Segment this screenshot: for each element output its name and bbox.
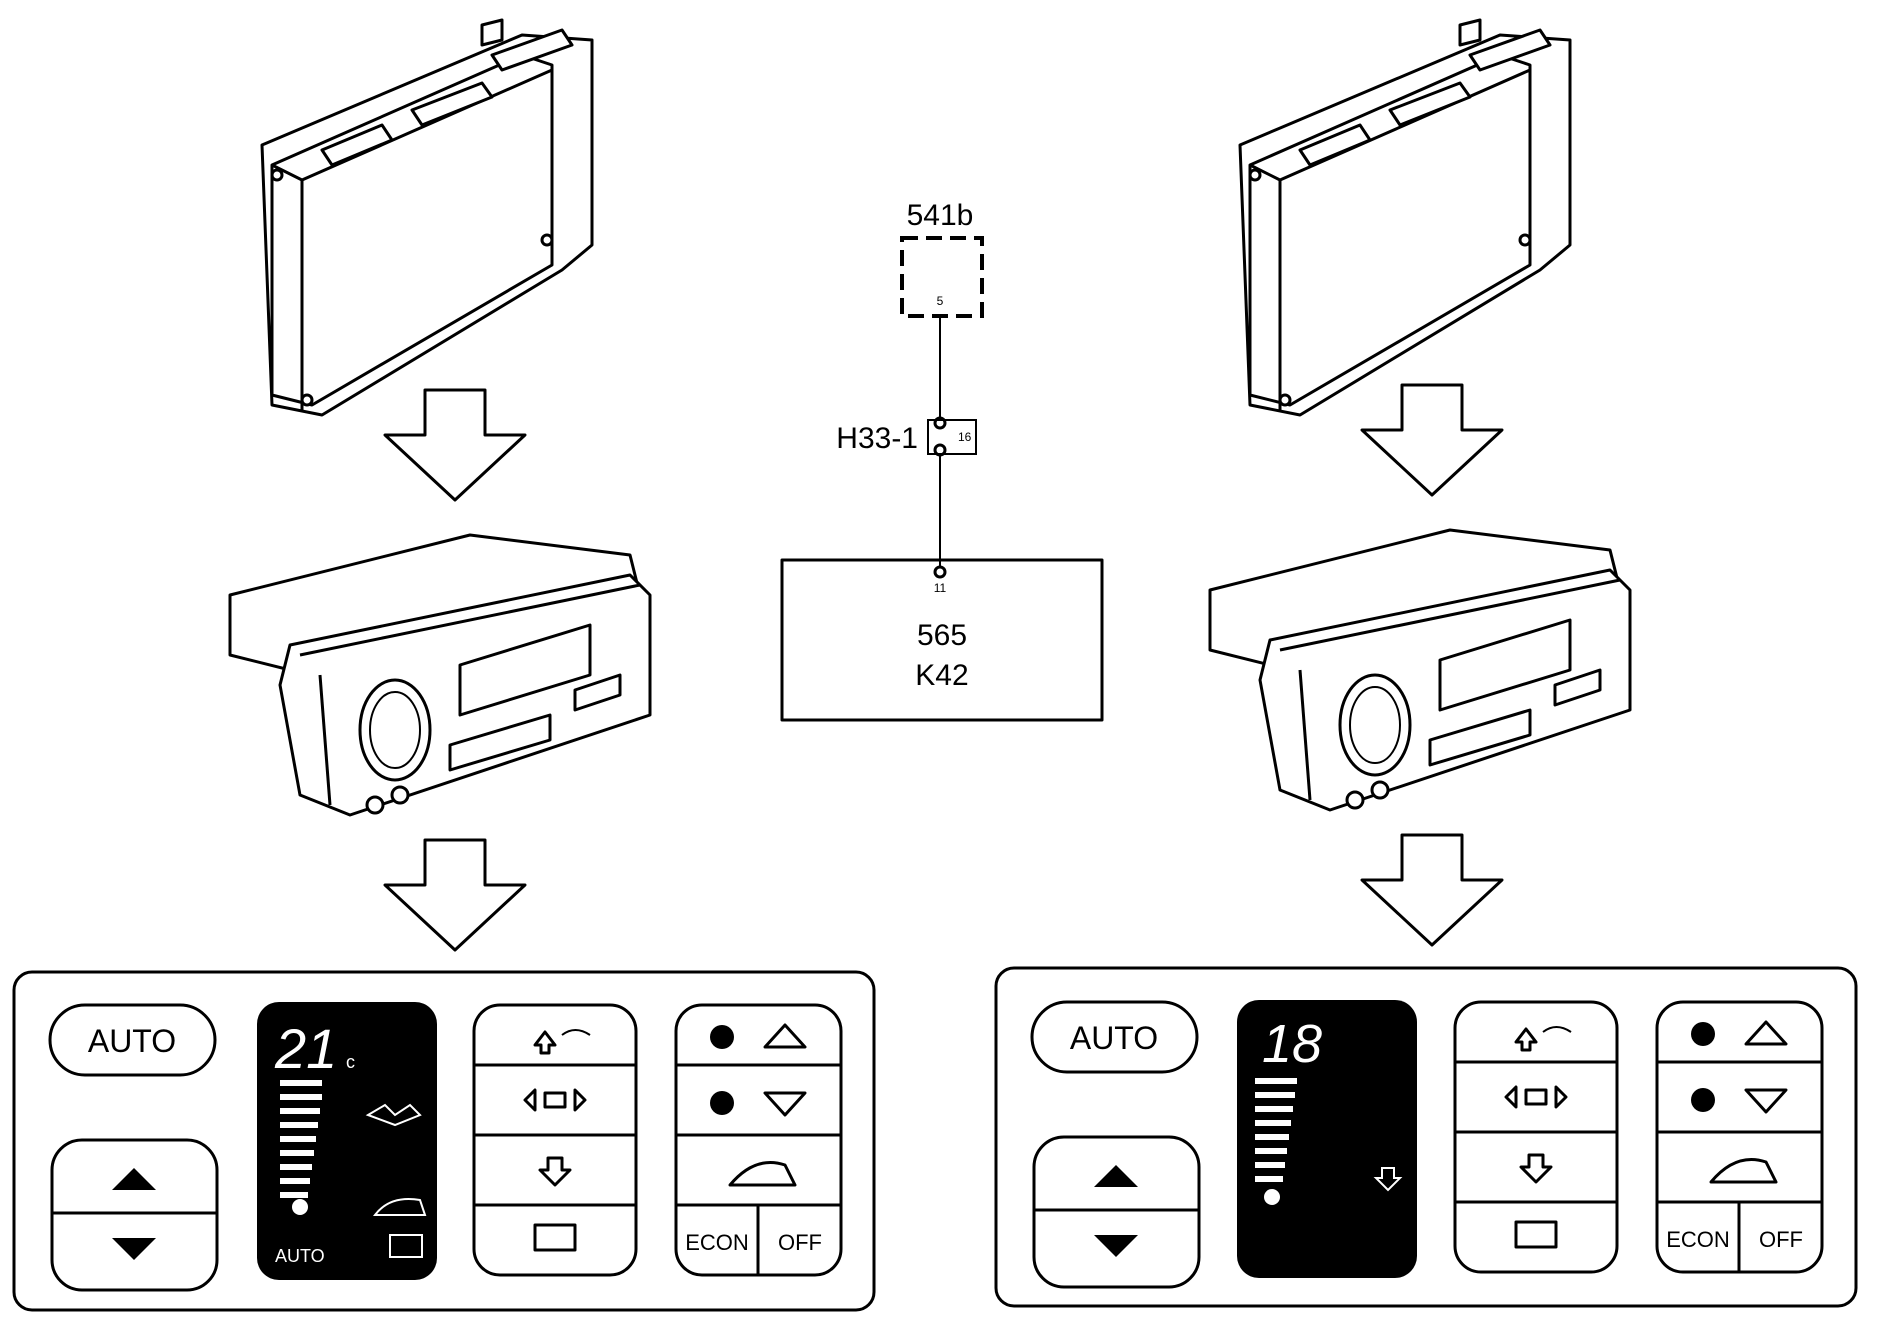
face-vent-button-left[interactable]: [523, 1088, 587, 1112]
mode-text-left: AUTO: [275, 1246, 325, 1266]
vent-icon-display-left: [365, 1103, 422, 1127]
off-button-left[interactable]: OFF: [778, 1230, 822, 1255]
off-button-right[interactable]: OFF: [1759, 1227, 1803, 1252]
temp-up-icon-right[interactable]: [1094, 1165, 1138, 1187]
auto-button-label-left: AUTO: [88, 1023, 176, 1059]
component-541b-label: 541b: [907, 199, 974, 232]
fan-down-icon-left[interactable]: [710, 1091, 734, 1115]
module-label-565: 565: [917, 619, 967, 652]
control-panel-right: AUTO 18: [994, 966, 1858, 1308]
temp-up-icon[interactable]: [112, 1168, 156, 1190]
fan-up-icon-left[interactable]: [710, 1025, 734, 1049]
temp-rocker-left[interactable]: [50, 1138, 219, 1292]
connector-pin: 16: [958, 430, 972, 444]
mode-buttons-right: [1453, 1000, 1619, 1274]
face-vent-button-right[interactable]: [1504, 1085, 1568, 1109]
component-541b-pin: 5: [937, 294, 944, 308]
defrost-button-left[interactable]: [533, 1029, 591, 1055]
fan-down-button-left[interactable]: [763, 1091, 807, 1117]
module-565-k42: [780, 558, 1104, 722]
connector-h33-1: [927, 419, 977, 455]
floor-vent-button-left[interactable]: [538, 1156, 572, 1187]
ecu-module-left: [260, 18, 594, 417]
defrost-button-right[interactable]: [1514, 1026, 1572, 1052]
auto-button-left[interactable]: [48, 1003, 217, 1077]
module-pin: 11: [934, 581, 947, 595]
rear-defrost-button-left[interactable]: [533, 1223, 577, 1252]
arrow-down-left-2: [383, 838, 527, 952]
arrow-down-right-2: [1360, 833, 1504, 947]
fan-up-icon-right[interactable]: [1691, 1022, 1715, 1046]
fan-down-icon-right[interactable]: [1691, 1088, 1715, 1112]
arrow-down-left-1: [383, 388, 527, 502]
fan-down-button-right[interactable]: [1744, 1088, 1788, 1114]
fan-up-button-right[interactable]: [1744, 1020, 1788, 1046]
ecu-module-right: [1238, 18, 1572, 417]
fan-bar-left: [280, 1080, 322, 1198]
fan-icon-display-left: [292, 1199, 308, 1215]
auto-button-right[interactable]: [1030, 1000, 1199, 1074]
module-terminal: [933, 565, 947, 579]
temp-unit-left: c: [346, 1052, 355, 1072]
panel-frame-right: [994, 966, 1858, 1308]
fan-icon-display-right: [1264, 1189, 1280, 1205]
connector-label: H33-1: [836, 422, 918, 455]
rear-defrost-icon-display-left: [389, 1234, 423, 1258]
econ-button-right[interactable]: ECON: [1666, 1227, 1730, 1252]
panel-frame-left: [12, 970, 876, 1312]
recirc-icon-display-left: [372, 1198, 427, 1216]
floor-vent-button-right[interactable]: [1519, 1153, 1553, 1184]
econ-button-left[interactable]: ECON: [685, 1230, 749, 1255]
auto-button-label-right: AUTO: [1070, 1020, 1158, 1056]
temp-display-left: 21: [274, 1017, 337, 1080]
rear-defrost-button-right[interactable]: [1514, 1220, 1558, 1249]
recirc-button-right[interactable]: [1709, 1158, 1778, 1184]
temp-down-icon-right[interactable]: [1094, 1235, 1138, 1257]
fan-up-button-left[interactable]: [763, 1023, 807, 1049]
module-label-k42: K42: [915, 659, 968, 692]
control-head-right: [1208, 528, 1632, 812]
fan-bar-right: [1255, 1078, 1297, 1182]
temp-down-icon[interactable]: [112, 1238, 156, 1260]
recirc-button-left[interactable]: [728, 1161, 797, 1187]
mode-buttons-left: [472, 1003, 638, 1277]
floor-icon-display-right: [1373, 1167, 1403, 1192]
control-panel-left: AUTO 21 c AUTO: [12, 970, 876, 1312]
arrow-down-right-1: [1360, 383, 1504, 497]
display-right: [1237, 1000, 1417, 1278]
component-541b: [900, 236, 984, 318]
temp-rocker-right[interactable]: [1032, 1135, 1201, 1289]
schematic: 541b 5 16 H33-1 11 565 K42: [780, 199, 1104, 722]
temp-display-right: 18: [1262, 1014, 1322, 1074]
control-head-left: [228, 533, 652, 817]
